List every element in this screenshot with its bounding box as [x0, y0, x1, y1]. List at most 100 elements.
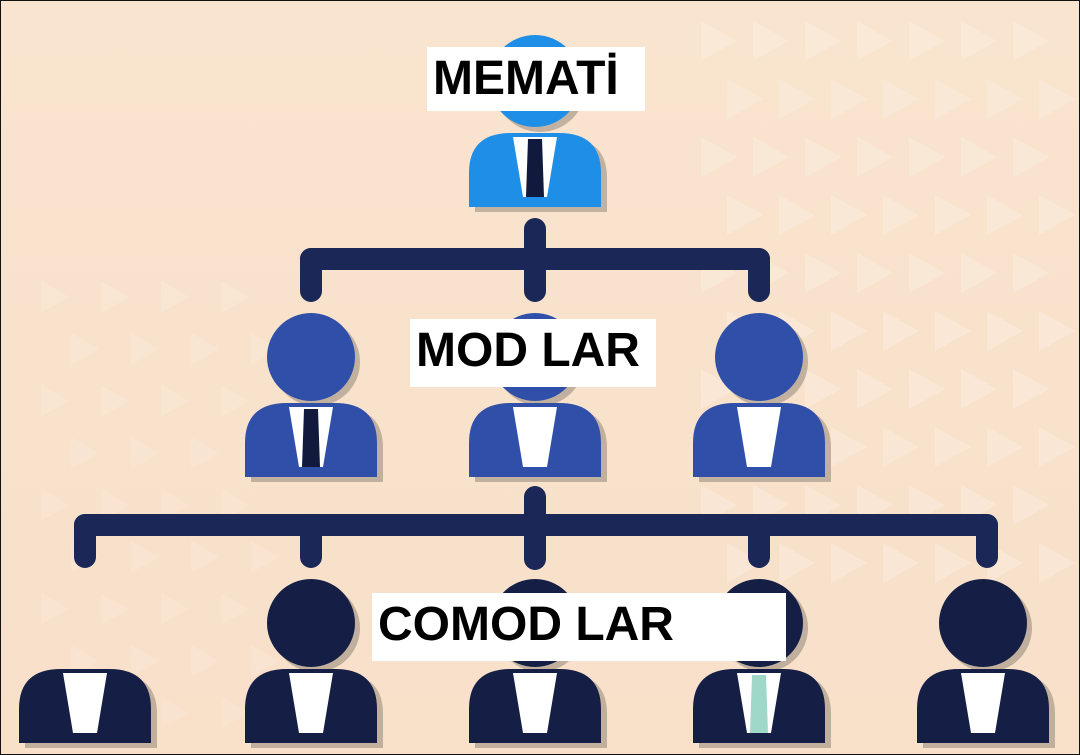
pattern-triangle [805, 369, 841, 409]
pattern-triangle [251, 541, 279, 573]
pattern-triangle [1039, 195, 1075, 235]
pattern-triangle [883, 79, 919, 119]
pattern-triangle [779, 195, 815, 235]
pattern-triangle [857, 137, 893, 177]
tie-icon [302, 675, 320, 733]
pattern-triangle [987, 79, 1023, 119]
pattern-triangle [831, 311, 867, 351]
pattern-triangle [191, 645, 219, 677]
pattern-triangle [805, 21, 841, 61]
pattern-triangle [1013, 369, 1049, 409]
pattern-triangle [1039, 79, 1075, 119]
pattern-triangle [221, 489, 249, 521]
pattern-triangle [987, 427, 1023, 467]
pattern-triangle [191, 333, 219, 365]
person-head [267, 313, 355, 401]
pattern-triangle [161, 489, 189, 521]
pattern-triangle [961, 21, 997, 61]
top-level-label: MEMATİ [427, 47, 645, 111]
tie-icon [750, 409, 768, 467]
pattern-triangle [71, 437, 99, 469]
middle-level-label: MOD LAR [410, 319, 656, 387]
person-icon-middle [245, 313, 383, 482]
pattern-triangle [935, 311, 971, 351]
pattern-triangle [935, 195, 971, 235]
pattern-triangle [131, 437, 159, 469]
pattern-triangle [101, 385, 129, 417]
pattern-triangle [191, 541, 219, 573]
pattern-triangle [101, 281, 129, 313]
pattern-triangle [191, 437, 219, 469]
pattern-triangle [701, 137, 737, 177]
tie-icon [302, 409, 320, 467]
pattern-triangle [101, 593, 129, 625]
person-head [939, 579, 1027, 667]
pattern-triangle [831, 79, 867, 119]
pattern-triangle [935, 543, 971, 583]
pattern-triangle [1013, 253, 1049, 293]
pattern-triangle [161, 593, 189, 625]
pattern-triangle [161, 281, 189, 313]
pattern-triangle [71, 333, 99, 365]
pattern-triangle [857, 369, 893, 409]
pattern-triangle [961, 253, 997, 293]
pattern-triangle [753, 21, 789, 61]
pattern-triangle [701, 369, 737, 409]
tie-icon [526, 139, 544, 197]
pattern-triangle [727, 195, 763, 235]
pattern-triangle [987, 195, 1023, 235]
pattern-triangle [1039, 543, 1075, 583]
pattern-triangle [221, 281, 249, 313]
pattern-triangle [251, 333, 279, 365]
bottom-level-label: COMOD LAR [372, 593, 786, 661]
pattern-triangle [131, 645, 159, 677]
pattern-triangle [101, 489, 129, 521]
pattern-triangle [831, 427, 867, 467]
pattern-triangle [753, 137, 789, 177]
pattern-triangle [909, 21, 945, 61]
pattern-triangle [221, 593, 249, 625]
pattern-triangle [779, 79, 815, 119]
pattern-triangle [831, 543, 867, 583]
tie-icon [974, 675, 992, 733]
pattern-triangle [883, 543, 919, 583]
pattern-triangle [909, 137, 945, 177]
pattern-triangle [1013, 485, 1049, 525]
pattern-triangle [41, 385, 69, 417]
person-icon-bottom [19, 669, 157, 748]
pattern-triangle [131, 333, 159, 365]
pattern-triangle [779, 543, 815, 583]
pattern-triangle [1039, 427, 1075, 467]
pattern-triangle [961, 369, 997, 409]
pattern-triangle [935, 79, 971, 119]
pattern-triangle [909, 253, 945, 293]
pattern-triangle [883, 311, 919, 351]
tie-icon [526, 409, 544, 467]
pattern-triangle [935, 427, 971, 467]
tie-icon [76, 675, 94, 733]
tie-icon [750, 675, 768, 733]
person-icon-bottom [917, 579, 1055, 748]
pattern-triangle [805, 137, 841, 177]
pattern-triangle [831, 195, 867, 235]
connector-lines [74, 218, 998, 570]
pattern-triangle [131, 541, 159, 573]
pattern-triangle [987, 311, 1023, 351]
pattern-triangle [857, 21, 893, 61]
pattern-triangle [161, 385, 189, 417]
pattern-triangle [161, 697, 189, 729]
pattern-triangle [909, 369, 945, 409]
pattern-triangle [251, 645, 279, 677]
pattern-triangle [41, 281, 69, 313]
pattern-triangle [857, 253, 893, 293]
pattern-triangle [221, 385, 249, 417]
pattern-triangle [41, 489, 69, 521]
pattern-triangle [701, 21, 737, 61]
person-icon-bottom [245, 579, 383, 748]
pattern-triangle [1039, 311, 1075, 351]
pattern-triangle [1013, 21, 1049, 61]
pattern-triangle [961, 137, 997, 177]
pattern-triangle [727, 543, 763, 583]
pattern-triangle [221, 697, 249, 729]
